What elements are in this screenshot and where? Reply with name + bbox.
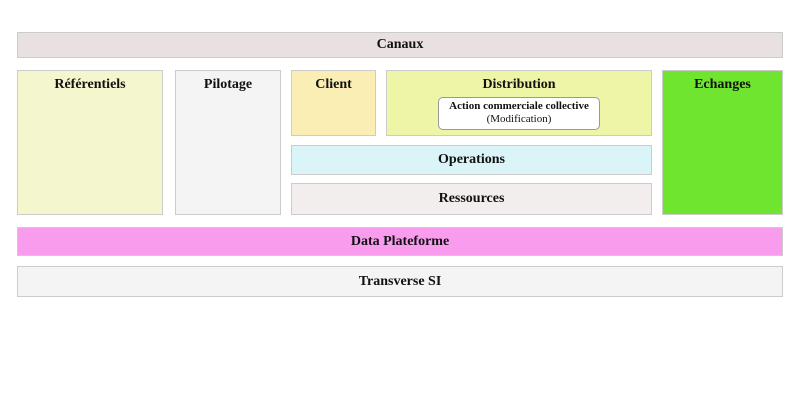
data-plateforme-layer: Data Plateforme [17, 227, 783, 256]
distribution-block: Distribution Action commerciale collecti… [386, 70, 652, 136]
operations-label: Operations [438, 152, 505, 167]
transverse-si-layer: Transverse SI [17, 266, 783, 297]
pilotage-label: Pilotage [203, 77, 253, 92]
client-block: Client [291, 70, 376, 136]
referentiels-block: Référentiels [17, 70, 163, 215]
pilotage-block: Pilotage [175, 70, 281, 215]
echanges-label: Echanges [694, 77, 751, 92]
distribution-label: Distribution [482, 77, 556, 92]
ressources-label: Ressources [438, 191, 505, 206]
ressources-layer: Ressources [291, 183, 652, 215]
canaux-label: Canaux [376, 37, 424, 52]
action-box-title: Action commerciale collective [449, 100, 589, 112]
action-commerciale-box: Action commerciale collective (Modificat… [438, 97, 600, 131]
echanges-block: Echanges [662, 70, 783, 215]
transverse-si-label: Transverse SI [358, 273, 442, 289]
client-label: Client [315, 77, 352, 92]
operations-layer: Operations [291, 145, 652, 175]
action-box-subtitle: (Modification) [486, 113, 552, 126]
referentiels-label: Référentiels [54, 77, 126, 92]
canaux-layer: Canaux [17, 32, 783, 58]
data-plateforme-label: Data Plateforme [350, 233, 450, 249]
